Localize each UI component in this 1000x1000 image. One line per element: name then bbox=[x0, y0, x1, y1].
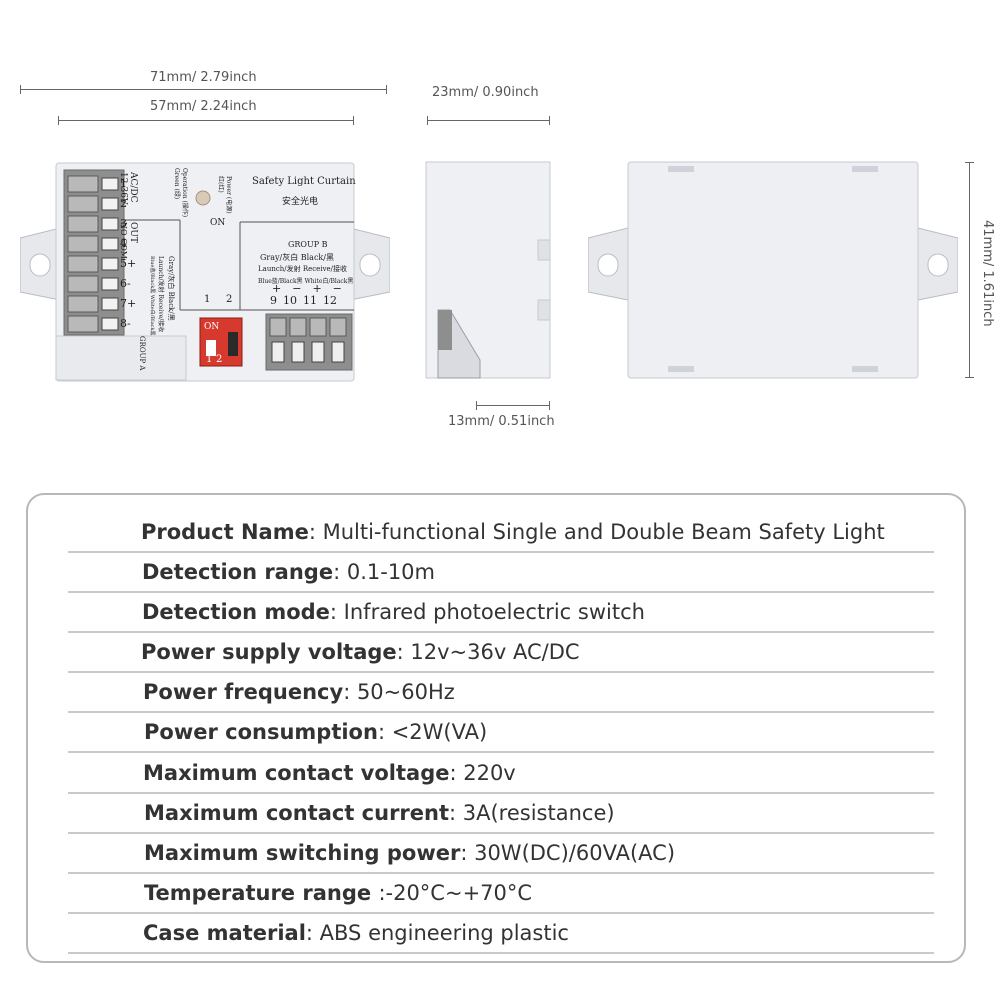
left-terminal-numbers: 1 2 3 4 5+ 6- 7+ 8- bbox=[120, 174, 136, 334]
dip-number-1: 1 bbox=[206, 354, 213, 365]
spec-key: Detection range bbox=[142, 560, 334, 584]
spec-value: : 50~60Hz bbox=[343, 680, 455, 704]
terminal-7: 7+ bbox=[120, 297, 137, 310]
spec-key: Maximum switching power bbox=[144, 841, 461, 865]
height-label: 41mm/ 1.61inch bbox=[980, 220, 995, 327]
spec-key: Detection mode bbox=[142, 600, 330, 624]
spec-value: : 0.1-10m bbox=[333, 560, 435, 584]
terminal-10: 10 bbox=[283, 294, 297, 307]
spec-row: Case material: ABS engineering plastic bbox=[68, 916, 934, 954]
device-front-drawing bbox=[19, 162, 391, 382]
spec-row: Detection mode: Infrared photoelectric s… bbox=[68, 595, 934, 633]
spec-value: : 30W(DC)/60VA(AC) bbox=[460, 841, 676, 865]
spec-key: Power consumption bbox=[144, 720, 378, 744]
device-side-photo bbox=[420, 160, 555, 382]
spec-value: : 12v~36v AC/DC bbox=[396, 640, 580, 664]
spec-key: Product Name bbox=[141, 520, 309, 544]
group-b-colors: Gray/灰白 Black/黑 bbox=[260, 253, 334, 262]
device-side-drawing bbox=[425, 161, 551, 379]
device-back-photo bbox=[587, 160, 959, 382]
spec-key: Temperature range bbox=[144, 881, 379, 905]
device-title-cn: 安全光电 bbox=[282, 197, 319, 207]
dip-number-2: 2 bbox=[216, 354, 223, 365]
green-label: Green (绿) bbox=[173, 168, 180, 200]
terminal-2: 2 bbox=[120, 197, 127, 210]
spec-value: : 220v bbox=[449, 761, 516, 785]
inner-length-label: 57mm/ 2.24inch bbox=[150, 99, 257, 114]
terminal-4: 4 bbox=[120, 237, 127, 250]
depth-line bbox=[427, 116, 550, 125]
spec-key: Case material bbox=[143, 921, 306, 945]
depth-label: 23mm/ 0.90inch bbox=[432, 85, 539, 100]
terminal-12: 12 bbox=[323, 294, 337, 307]
spec-value: : 3A(resistance) bbox=[449, 801, 615, 825]
launch-receive-label: Launch/发射 Receive/接收 bbox=[258, 265, 348, 273]
spec-row: Product Name: Multi-functional Single an… bbox=[68, 515, 934, 553]
right-terminal-numbers: 9 10 11 12 bbox=[270, 294, 337, 307]
terminal-9: 9 bbox=[270, 294, 277, 307]
spec-row: Maximum switching power: 30W(DC)/60VA(AC… bbox=[68, 836, 934, 874]
sign-9: + bbox=[272, 282, 282, 295]
tab-depth-label: 13mm/ 0.51inch bbox=[448, 414, 555, 429]
sign-10: − bbox=[292, 282, 302, 295]
spec-panel: Product Name: Multi-functional Single an… bbox=[26, 493, 966, 963]
operation-label: Operation (操作) bbox=[181, 168, 188, 218]
spec-key: Power supply voltage bbox=[141, 640, 397, 664]
dip-on-label: ON bbox=[204, 322, 220, 332]
spec-value: :-20°C~+70°C bbox=[378, 881, 533, 905]
spec-row: Power supply voltage: 12v~36v AC/DC bbox=[68, 635, 934, 673]
terminal-11: 11 bbox=[303, 294, 317, 307]
terminal-6: 6- bbox=[120, 277, 131, 290]
terminal-3: 3 bbox=[120, 217, 127, 230]
overall-length-label: 71mm/ 2.79inch bbox=[150, 70, 257, 85]
device-front-photo: Safety Light Curtain 安全光电 ON GROUP B Gra… bbox=[19, 160, 391, 385]
terminal-8: 8- bbox=[120, 317, 131, 330]
spec-value: : Infrared photoelectric switch bbox=[329, 600, 645, 624]
sign-11: + bbox=[312, 282, 322, 295]
device-title: Safety Light Curtain bbox=[252, 176, 356, 187]
height-line bbox=[965, 162, 974, 378]
spec-row: Detection range: 0.1-10m bbox=[68, 555, 934, 593]
group-a-label: GROUP A bbox=[138, 336, 146, 371]
spec-value: : Multi-functional Single and Double Bea… bbox=[308, 520, 885, 544]
spec-value: : ABS engineering plastic bbox=[305, 921, 569, 945]
terminal-5: 5+ bbox=[120, 257, 137, 270]
right-terminal-signs: + − + − bbox=[272, 282, 342, 295]
group-b-label: GROUP B bbox=[288, 240, 328, 249]
group-a-colors: Gray/灰白 Black/黑 bbox=[167, 256, 175, 321]
spec-row: Power consumption: <2W(VA) bbox=[68, 715, 934, 753]
terminal-1: 1 bbox=[120, 177, 127, 190]
switch-number-2: 2 bbox=[226, 294, 233, 305]
sign-12: − bbox=[332, 282, 342, 295]
spec-row: Temperature range :-20°C~+70°C bbox=[68, 876, 934, 914]
spec-key: Power frequency bbox=[143, 680, 344, 704]
switch-number-1: 1 bbox=[204, 294, 211, 305]
spec-value: : <2W(VA) bbox=[377, 720, 488, 744]
wire-colors-label: Blue蓝/Black黑 White白/Black黑 bbox=[258, 278, 354, 285]
tab-depth-line bbox=[476, 401, 550, 410]
group-a-launch: Launch/发射 Receive/接收 bbox=[157, 256, 164, 333]
spec-row: Maximum contact voltage: 220v bbox=[68, 756, 934, 794]
on-label: ON bbox=[210, 218, 226, 228]
overall-length-line bbox=[20, 85, 387, 94]
power-label: Power (电源) bbox=[225, 176, 232, 214]
device-back-drawing bbox=[587, 161, 959, 379]
group-a-wires: Blue蓝/Black黑 White白/Black黑 bbox=[149, 256, 155, 336]
inner-length-line bbox=[58, 116, 354, 125]
spec-row: Maximum contact current: 3A(resistance) bbox=[68, 796, 934, 834]
spec-key: Maximum contact current bbox=[144, 801, 450, 825]
power-red-label: 红(红) bbox=[217, 176, 224, 193]
spec-row: Power frequency: 50~60Hz bbox=[68, 675, 934, 713]
spec-key: Maximum contact voltage bbox=[143, 761, 450, 785]
